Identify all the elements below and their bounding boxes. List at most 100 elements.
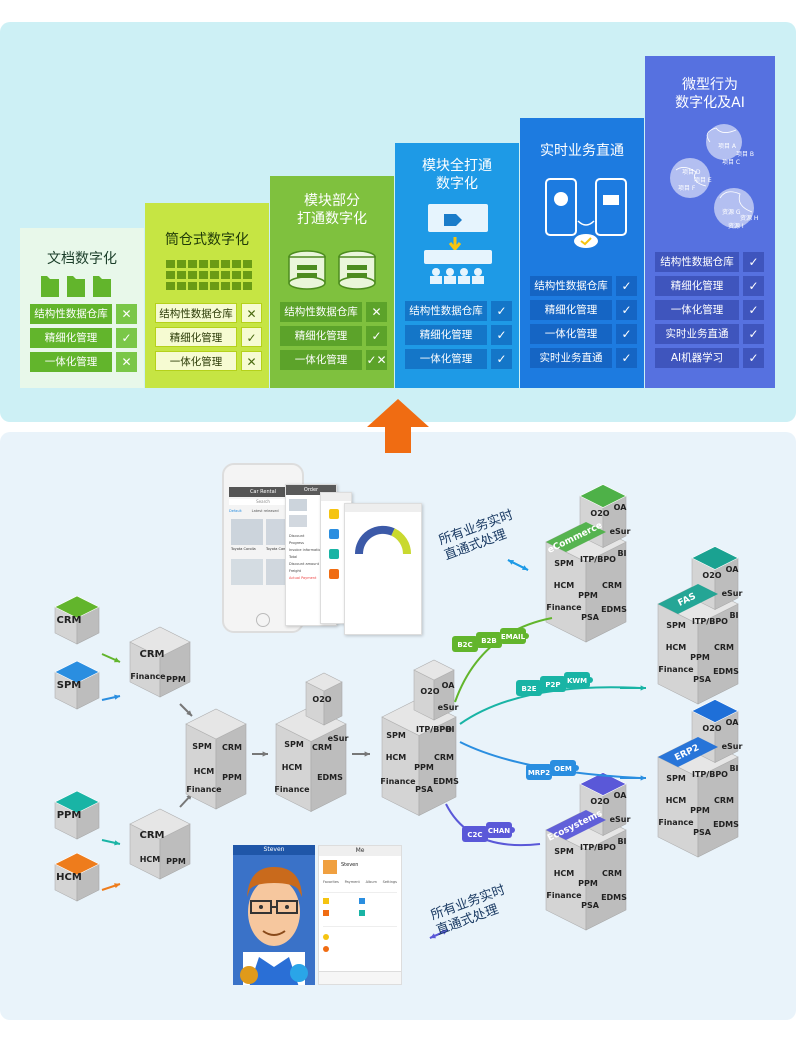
module-label: SPM (192, 742, 212, 751)
module-label: O2O (312, 695, 331, 704)
ai-node-label: 资源 H (740, 214, 758, 222)
stage-criterion-row: 结构性数据仓库✕ (155, 303, 262, 323)
module-label: Finance (186, 785, 222, 794)
stage-criterion-row: 一体化管理✕ (155, 351, 262, 371)
module-label: OA (614, 503, 628, 512)
criterion-label: 一体化管理 (530, 324, 612, 344)
criterion-label: 结构性数据仓库 (30, 304, 112, 324)
module-label: PPM (222, 773, 242, 782)
check-icon: ✓ (743, 276, 764, 296)
module-label: EDMS (317, 773, 343, 782)
module-label: HCM (282, 763, 303, 772)
ai-node-label: 项目 D (682, 169, 701, 176)
module-label: SPM (386, 731, 406, 740)
module-label: CRM (714, 643, 734, 652)
check-icon: ✓ (743, 252, 764, 272)
arrow-head-icon (114, 657, 120, 663)
menu-item[interactable]: Settings (382, 880, 397, 884)
arrow-head-icon (114, 883, 120, 889)
module-label: BI (445, 725, 454, 734)
module-label: PSA (581, 901, 600, 910)
arrow-head-icon (114, 694, 120, 700)
stage-full: 模块全打通 数字化结构性数据仓库✓精细化管理✓一体化管理✓ (395, 143, 519, 388)
module-label: PPM (166, 675, 186, 684)
check-icon: ✓ (743, 300, 764, 320)
module-label: SPM (666, 621, 686, 630)
module-label: PPM (578, 591, 598, 600)
car-item[interactable]: Toyota Camry (266, 547, 291, 551)
stage-criterion-row: 实时业务直通✓ (655, 324, 765, 344)
module-label: BI (729, 764, 738, 773)
check-icon: ✓ (491, 349, 512, 369)
menu-item[interactable]: Favorites (323, 880, 339, 884)
module-label: CRM (140, 649, 165, 660)
order-title: Order (286, 485, 336, 495)
check-icon: ✓ (616, 324, 637, 344)
module-label: P2P (545, 681, 560, 689)
menu-item[interactable]: Payment (344, 880, 360, 884)
module-label: HCM (666, 643, 687, 652)
check-icon: ✓ (491, 301, 512, 321)
module-label: HCM (554, 869, 575, 878)
stage-title: 微型行为 数字化及AI (675, 77, 745, 111)
module-label: Finance (658, 665, 694, 674)
module-label: ITP/BPO (580, 555, 616, 564)
spm-source: SPM (54, 660, 100, 710)
module-label: SPM (57, 680, 82, 691)
module-label: BI (729, 611, 738, 620)
stage-criterion-row: 精细化管理✓ (280, 326, 387, 346)
criterion-label: 精细化管理 (155, 327, 237, 347)
dashboard-screen (344, 503, 422, 635)
cross-icon: ✕ (116, 352, 137, 372)
module-label: CRM (57, 615, 82, 626)
home-button[interactable] (256, 613, 270, 627)
criterion-label: 结构性数据仓库 (155, 303, 237, 323)
stage-criterion-row: 一体化管理✓✕ (280, 350, 387, 370)
ai-node-label: 项目 E (694, 177, 712, 184)
module-label: EDMS (713, 820, 739, 829)
module-label: B2B (481, 637, 497, 645)
module-label: OA (614, 791, 628, 800)
module-label: eSur (722, 742, 743, 751)
stage-realtime: 实时业务直通结构性数据仓库✓精细化管理✓一体化管理✓实时业务直通✓ (520, 118, 644, 388)
tab-default[interactable]: Default (229, 509, 242, 513)
stage-criterion-row: 精细化管理✓ (655, 276, 765, 296)
module-label: Finance (380, 777, 416, 786)
cross-icon: ✕ (366, 302, 387, 322)
module-label: Finance (546, 891, 582, 900)
module-label: O2O (420, 687, 439, 696)
criterion-label: 结构性数据仓库 (655, 252, 739, 272)
module-label: Finance (274, 785, 310, 794)
module-label: EDMS (601, 893, 627, 902)
stage-criterion-row: 结构性数据仓库✓ (655, 252, 765, 272)
database-icon (288, 250, 376, 290)
criterion-label: 结构性数据仓库 (280, 302, 362, 322)
car-item[interactable]: Toyota Corolla (231, 547, 256, 551)
menu-item[interactable]: Album (365, 880, 377, 884)
module-label: ITP/BPO (416, 725, 452, 734)
module-label: O2O (702, 571, 721, 580)
search-input[interactable]: Search (229, 499, 297, 505)
module-label: PPM (578, 879, 598, 888)
tab-latest[interactable]: Latest released (251, 509, 279, 513)
gauge-chart (354, 525, 412, 555)
module-label: HCM (386, 753, 407, 762)
check-icon: ✓ (743, 324, 764, 344)
module-label: CRM (602, 581, 622, 590)
module-label: CRM (140, 830, 165, 841)
module-label: HCM (666, 796, 687, 805)
module-label: eSur (610, 527, 631, 536)
criterion-label: 精细化管理 (30, 328, 112, 348)
module-label: PSA (415, 785, 434, 794)
stage-title: 文档数字化 (47, 251, 117, 267)
module-label: PPM (414, 763, 434, 772)
module-label: PSA (693, 675, 712, 684)
stage-criterion-row: 一体化管理✓ (405, 349, 512, 369)
module-label: PSA (581, 613, 600, 622)
module-label: O2O (590, 509, 609, 518)
module-label: HCM (140, 855, 161, 864)
